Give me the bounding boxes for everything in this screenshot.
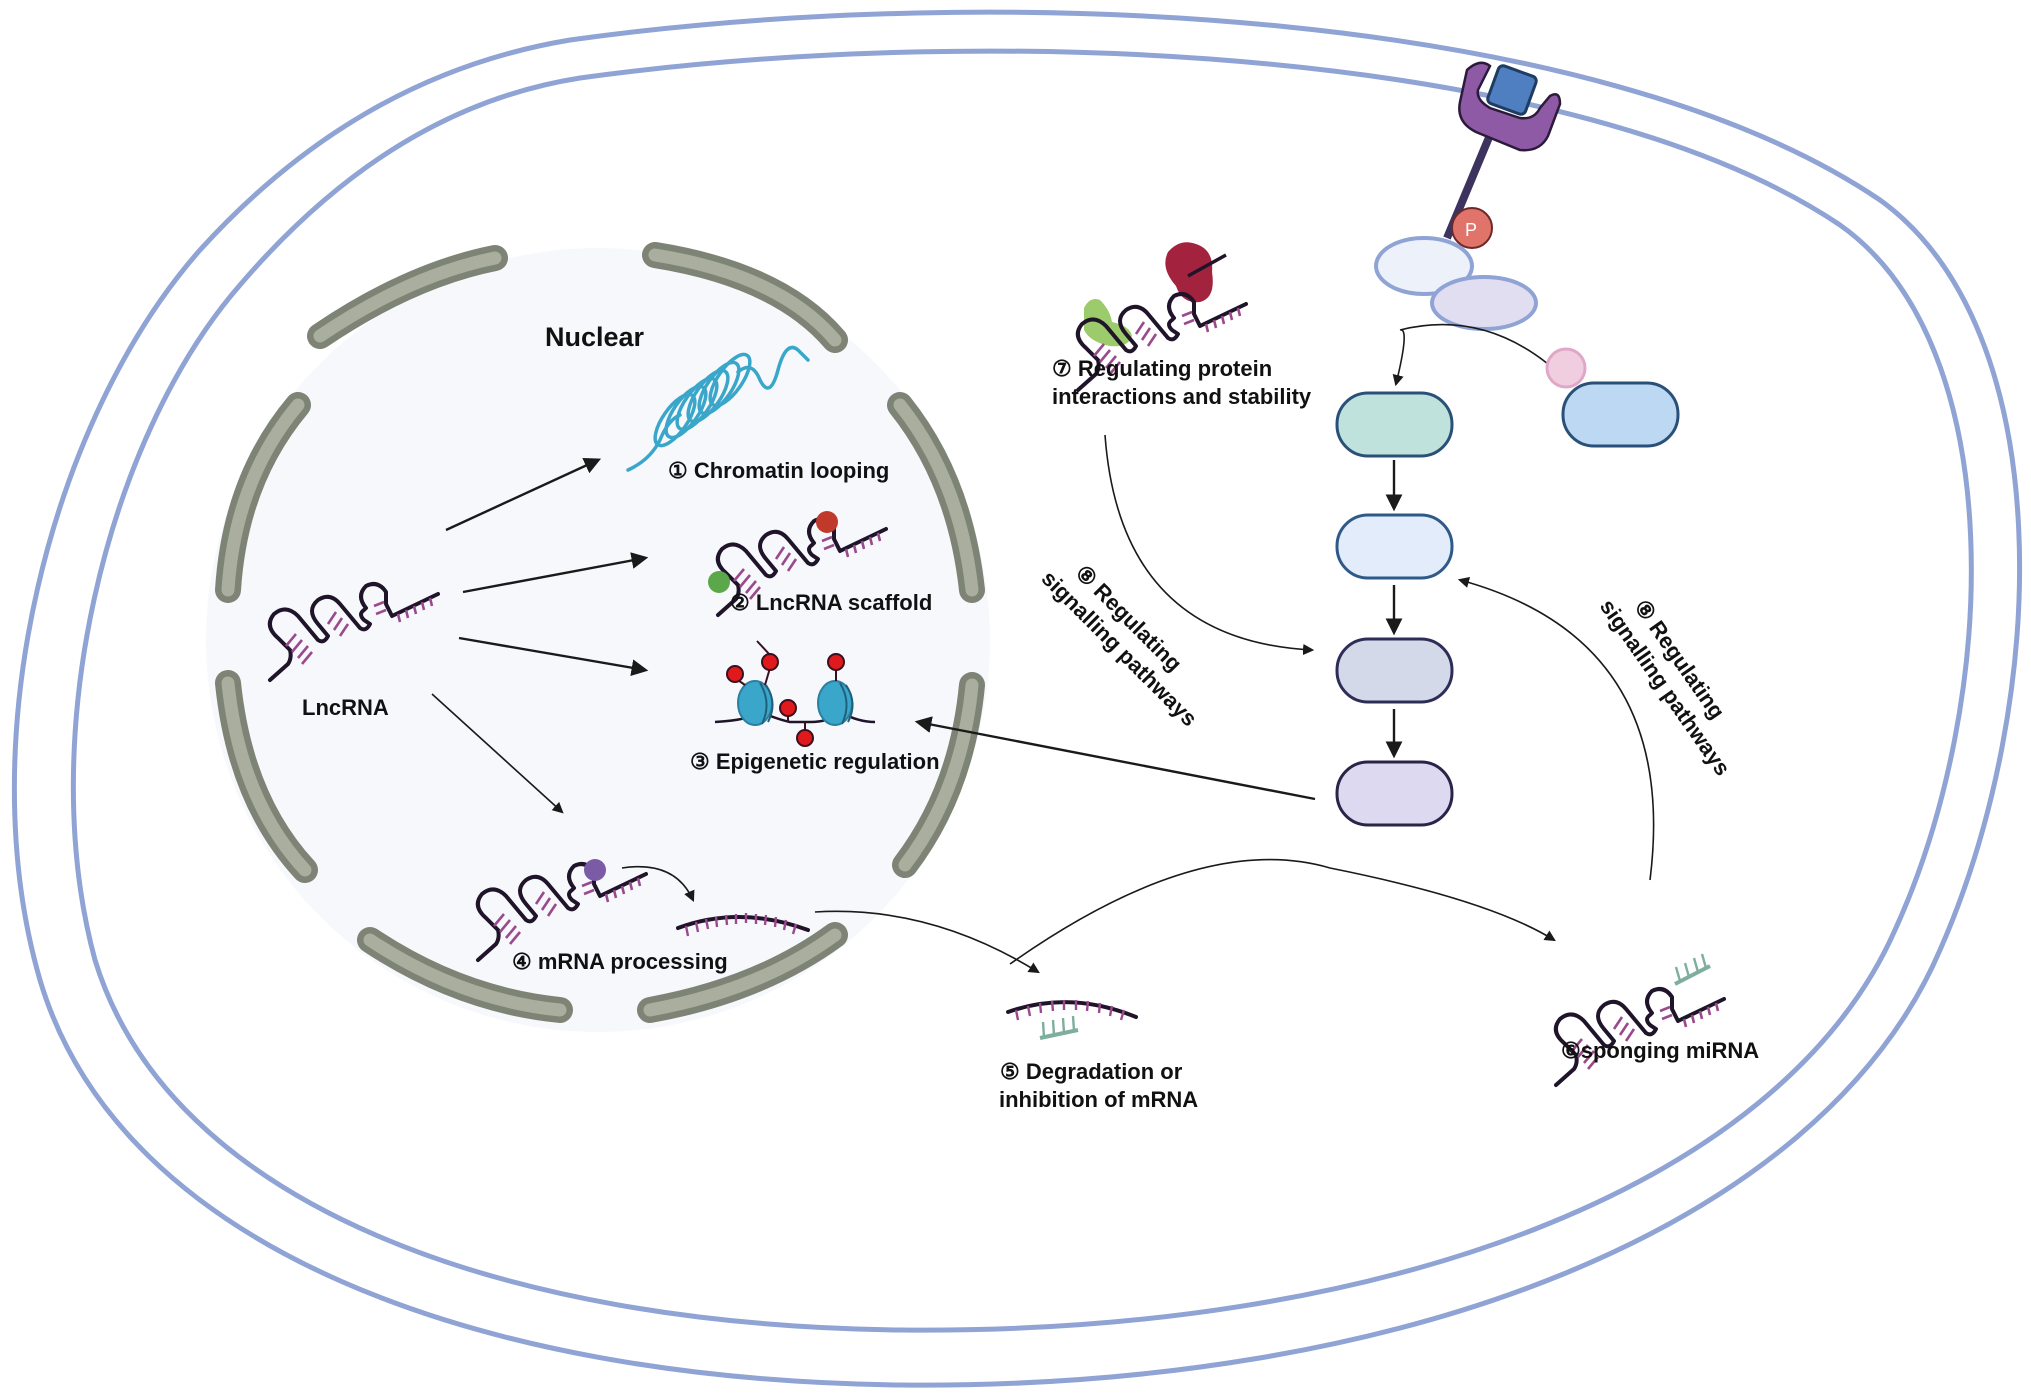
adaptor-protein-1 [1374, 236, 1474, 296]
lncrna-arrows [431, 457, 649, 814]
histone-icon [737, 680, 854, 726]
adaptor-protein-2 [1430, 275, 1538, 331]
mrna-processing-label: ④ mRNA processing [512, 949, 728, 974]
signalling-label-left: ⑧ Regulating signalling pathways [1037, 560, 1202, 731]
signalling-label-right: ⑧ Regulating signalling pathways [1595, 595, 1735, 781]
function-mrna-degradation: ⑤ Degradation or inhibition of mRNA [814, 910, 1198, 1112]
function-sponging-mirna: ⑥sponging miRNA [1009, 858, 1759, 1087]
nucleoplasm [206, 248, 990, 1032]
degradation-label-line2: inhibition of mRNA [999, 1087, 1198, 1112]
protein-interactions-label-line1: ⑦ Regulating protein [1052, 356, 1272, 381]
lncrna-label: LncRNA [302, 695, 389, 720]
cell [11, 9, 2023, 1388]
function-lncrna-scaffold: ② LncRNA scaffold [708, 511, 932, 617]
protein-crimson [1165, 242, 1213, 303]
arrow-to-scaffold [462, 552, 649, 594]
nucleus-label: Nuclear [545, 322, 645, 352]
arrow-to-sponging [1009, 858, 1556, 965]
degradation-label-line1: ⑤ Degradation or [1000, 1059, 1183, 1084]
nucleus: Nuclear [206, 242, 990, 1032]
arrow-cascade-to-nucleus [914, 716, 1316, 801]
arrow-to-mrna-processing [431, 693, 564, 814]
arrow-to-mature-mrna [621, 865, 695, 903]
scaffold-protein-green [708, 571, 730, 593]
bound-mirna-icon [1674, 953, 1711, 986]
function-chromatin-looping: ① Chromatin looping [626, 345, 889, 483]
arrow-mirna-to-cascade [1457, 576, 1655, 881]
splicing-factor [584, 859, 606, 881]
upstream-node [1561, 381, 1680, 448]
arrow-to-degradation [814, 910, 1040, 974]
receptor-icon [1458, 61, 1562, 152]
cascade-node-1 [1335, 391, 1454, 458]
arrow-to-cascade-1 [1392, 323, 1549, 387]
pink-adapter [1545, 347, 1587, 389]
sponge-rna-icon [1553, 987, 1726, 1087]
function-epigenetic-regulation: ③ Epigenetic regulation [690, 640, 940, 774]
phosphate-group [1451, 207, 1493, 249]
arrow-to-epigenetic [458, 636, 649, 676]
lncrna-central: LncRNA [267, 582, 440, 720]
function-protein-interactions: ⑦ Regulating protein interactions and st… [1052, 242, 1312, 409]
epigenetic-regulation-label: ③ Epigenetic regulation [690, 749, 940, 774]
arrow-to-chromatin [445, 457, 602, 532]
chromatin-looping-label: ① Chromatin looping [668, 458, 889, 483]
protein-interactions-label-line2: interactions and stability [1052, 384, 1312, 409]
cascade-node-4 [1335, 760, 1454, 827]
mature-mrna-icon [676, 913, 810, 937]
sponging-mirna-label: ⑥sponging miRNA [1561, 1038, 1759, 1063]
cascade-node-2 [1335, 513, 1454, 580]
phosphate-label: P [1465, 220, 1477, 240]
ligand-icon [1486, 64, 1538, 116]
cascade-node-3 [1335, 637, 1454, 704]
scaffold-protein-red [816, 511, 838, 533]
function-mrna-processing: ④ mRNA processing [475, 859, 810, 974]
chromatin-coil-icon [626, 345, 810, 472]
lncrna-scaffold-label: ② LncRNA scaffold [730, 590, 932, 615]
mrna-mirna-duplex-icon [1006, 1000, 1138, 1040]
cell-outer-membrane [11, 9, 2023, 1388]
nuclear-envelope-segments [215, 242, 985, 1023]
protein-green [1084, 299, 1132, 347]
signalling-pathway: P ⑧ Regulating signalling pathways ⑧ Reg… [914, 61, 1735, 881]
methyl-marks [726, 640, 845, 747]
arrow-protein-to-cascade [1104, 434, 1315, 656]
cell-inner-membrane [70, 48, 1974, 1333]
